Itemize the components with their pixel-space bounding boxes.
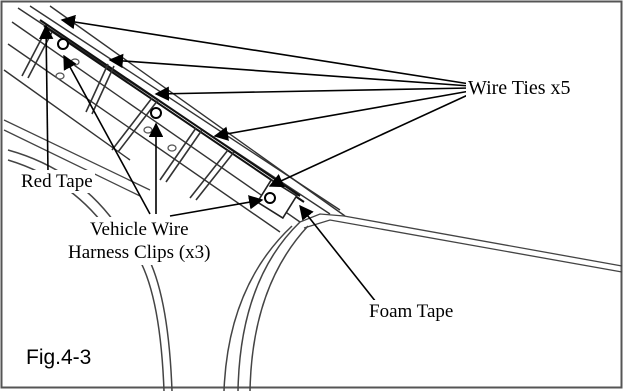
red-tape-label: Red Tape — [19, 170, 95, 193]
foam-tape-label: Foam Tape — [367, 300, 456, 323]
arrow-wire-tie-2 — [108, 53, 471, 87]
wire-harness — [39, 19, 305, 203]
arrow-red-tape — [38, 24, 54, 173]
figure-number: Fig.4-3 — [24, 345, 94, 370]
harness-clips-label: Vehicle Wire Harness Clips (x3) — [66, 217, 213, 266]
arrow-wire-tie-4 — [213, 90, 471, 141]
arrow-foam-tape — [299, 204, 377, 303]
foam-tape-block — [256, 178, 298, 220]
leader-arrows — [38, 14, 471, 303]
harness-clip-markers — [57, 38, 276, 204]
arrow-wire-tie-5 — [268, 93, 471, 188]
wire-ties-label: Wire Ties x5 — [466, 76, 573, 100]
arrow-wire-tie-1 — [60, 14, 471, 85]
arrow-clip-3 — [169, 195, 264, 217]
arrow-wire-tie-3 — [154, 86, 471, 101]
arrow-clip-1 — [63, 54, 151, 215]
